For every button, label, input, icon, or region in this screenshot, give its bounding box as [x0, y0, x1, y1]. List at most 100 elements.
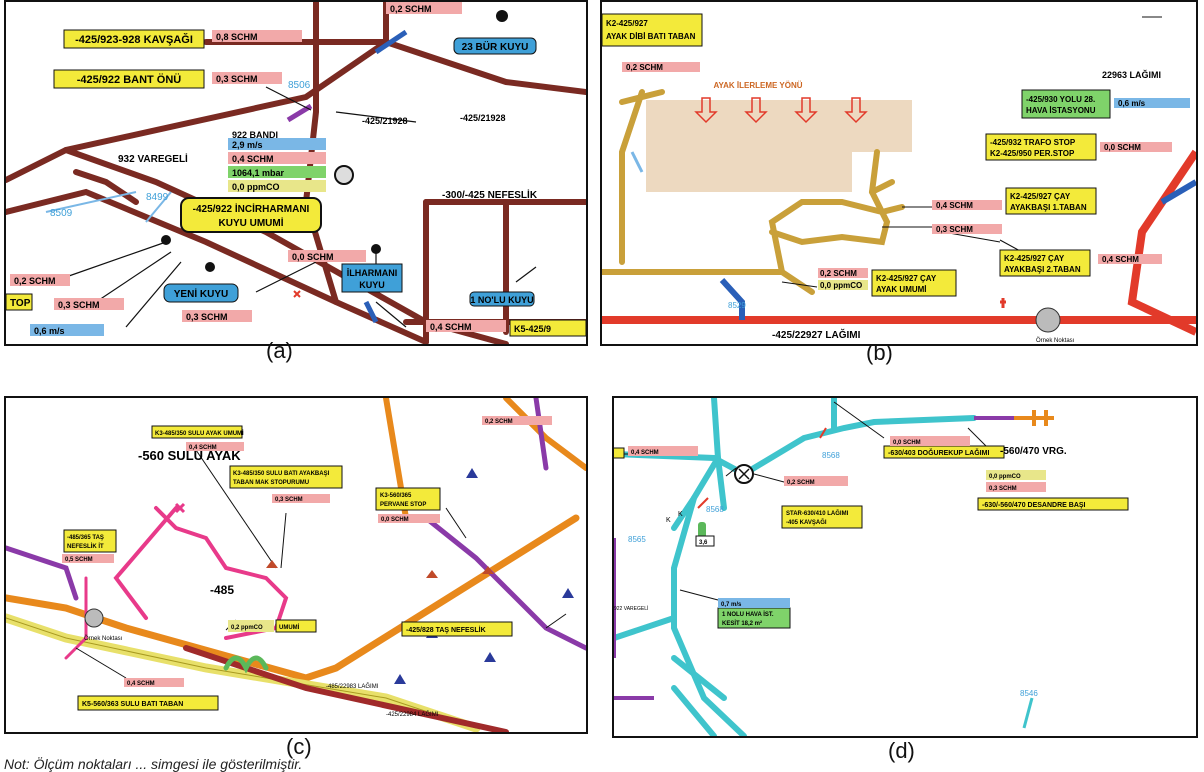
svg-text:TOP: TOP: [10, 298, 31, 309]
sample-point-icon: [84, 608, 104, 628]
text-8565: 8565: [628, 535, 646, 544]
panel-d-map: K K -630/403 DOĞUREKUP LAĞIMI -560/470 V…: [612, 396, 1198, 738]
svg-text:-425/922 İNCİRHARMANI: -425/922 İNCİRHARMANI: [193, 202, 310, 215]
reading-a1: 0,2 SCHM: [390, 4, 432, 14]
text-8546: 8546: [1020, 689, 1038, 698]
svg-text:K3-560/365: K3-560/365: [380, 493, 412, 499]
reading-b7: 0,0 ppmCO: [820, 281, 862, 290]
label-hava: -425/930 YOLU 28. HAVA İSTASYONU: [1021, 89, 1111, 119]
label-kavsagi: -425/923-928 KAVŞAĞI: [63, 29, 205, 49]
label-box: 3,6: [695, 535, 715, 547]
label-cay1: K2-425/927 ÇAY AYAKBAŞI 1.TABAN: [1005, 187, 1097, 215]
label-umumi: K2-425/927 ÇAY AYAK UMUMİ: [871, 269, 957, 297]
text-omek: Örnek Noktası: [84, 635, 123, 642]
svg-text:-405 KAVŞAĞI: -405 KAVŞAĞI: [786, 518, 827, 526]
reading-a9: 0,2 SCHM: [14, 276, 56, 286]
svg-text:-630/-560/470 DESANDRE BAŞI: -630/-560/470 DESANDRE BAŞI: [982, 502, 1086, 509]
reading-b8: 0,4 SCHM: [1102, 255, 1139, 264]
text-main: -560 SULU AYAK: [138, 448, 241, 463]
reading-c5: 0,0 SCHM: [381, 517, 409, 523]
reading-a11: 0,6 m/s: [34, 326, 65, 336]
reading-a6: 1064,1 mbar: [232, 168, 285, 178]
label-k5: K5-425/9: [509, 319, 586, 337]
label-nef: -425/828 TAŞ NEFESLİK: [401, 621, 513, 637]
svg-text:K2-425/927 ÇAY: K2-425/927 ÇAY: [1004, 254, 1065, 263]
text-8509: 8509: [50, 208, 73, 219]
svg-text:1 NOLU HAVA İST.: 1 NOLU HAVA İST.: [722, 611, 774, 618]
text-lagim: 22963 LAĞIMI: [1102, 69, 1161, 80]
panel-b-map: AYAK İLERLEME YÖNÜ K2-425/927 AYAK DİBİ …: [600, 0, 1198, 346]
reading-b2: 0,6 m/s: [1118, 99, 1146, 108]
svg-text:AYAKBAŞI 2.TABAN: AYAKBAŞI 2.TABAN: [1004, 265, 1081, 274]
label-desandre: -630/-560/470 DESANDRE BAŞI: [977, 497, 1129, 511]
text-8499: 8499: [146, 192, 169, 203]
svg-text:K2-425/927 ÇAY: K2-425/927 ÇAY: [876, 274, 937, 283]
reading-b5: 0,3 SCHM: [936, 225, 973, 234]
text-bottom: -425/22927 LAĞIMI: [772, 328, 861, 341]
svg-text:NEFESLİK İT: NEFESLİK İT: [67, 543, 104, 550]
reading-c3: 0,3 SCHM: [275, 497, 303, 503]
reading-c4: 0,5 SCHM: [65, 557, 93, 563]
svg-text:-630/403 DOĞUREKUP LAĞIMI: -630/403 DOĞUREKUP LAĞIMI: [888, 448, 989, 457]
caption-b: (b): [866, 340, 893, 365]
panel-c-map: Örnek Noktası -560 SULU AYAK -485 K3-485…: [4, 396, 588, 734]
svg-text:23 BÜR KUYU: 23 BÜR KUYU: [462, 40, 529, 53]
svg-text:-425/930 YOLU 28.: -425/930 YOLU 28.: [1026, 95, 1095, 104]
label-hava: 1 NOLU HAVA İST. KESİT 18,2 m²: [717, 607, 791, 629]
svg-text:K3-485/350 SULU BATI AYAKBAŞI: K3-485/350 SULU BATI AYAKBAŞI: [233, 471, 330, 477]
svg-text:İLHARMANI: İLHARMANI: [347, 268, 398, 278]
svg-text:K2-425/927 ÇAY: K2-425/927 ÇAY: [1010, 192, 1071, 201]
reading-d5: 0,3 SCHM: [989, 486, 1017, 492]
reading-a3: 0,3 SCHM: [216, 74, 258, 84]
label-incirharmani: -425/922 İNCİRHARMANI KUYU UMUMİ: [180, 197, 322, 233]
label-dogu: -630/403 DOĞUREKUP LAĞIMI: [883, 445, 1005, 459]
reading-b4: 0,4 SCHM: [936, 201, 973, 210]
label-trafo: -425/932 TRAFO STOP K2-425/950 PER.STOP: [985, 133, 1097, 161]
label-k3c: K3-560/365 PERVANE STOP: [375, 487, 441, 511]
reading-a12: 0,3 SCHM: [186, 312, 228, 322]
svg-text:AYAKBAŞI 1.TABAN: AYAKBAŞI 1.TABAN: [1010, 203, 1087, 212]
label-yeni-kuyu: YENİ KUYU: [163, 283, 239, 303]
svg-text:HAVA İSTASYONU: HAVA İSTASYONU: [1026, 106, 1096, 115]
sample-point-icon: [334, 165, 354, 185]
svg-text:KUYU: KUYU: [359, 280, 385, 290]
reading-d6: 0,7 m/s: [721, 602, 742, 608]
svg-text:PERVANE STOP: PERVANE STOP: [380, 502, 426, 508]
caption-a: (a): [266, 338, 293, 363]
reading-a2: 0,8 SCHM: [216, 32, 258, 42]
svg-text:TABAN MAK STOPURUMU: TABAN MAK STOPURUMU: [233, 480, 309, 486]
route-main: [6, 2, 389, 183]
text-k2: K: [678, 511, 683, 518]
reading-c1: 0,2 SCHM: [485, 419, 513, 425]
text-8568a: 8568: [822, 451, 840, 460]
svg-text:UMUMİ: UMUMİ: [279, 624, 300, 631]
reading-d1: 0,4 SCHM: [631, 450, 659, 456]
svg-text:K5-425/9: K5-425/9: [514, 324, 551, 334]
caption-c: (c): [286, 734, 312, 759]
svg-text:AYAK UMUMİ: AYAK UMUMİ: [876, 285, 927, 294]
text-yon: AYAK İLERLEME YÖNÜ: [713, 81, 802, 90]
reading-a10: 0,3 SCHM: [58, 300, 100, 310]
svg-text:STAR-630/410 LAĞIMI: STAR-630/410 LAĞIMI: [786, 509, 849, 517]
svg-text:1 NO'LU KUYU: 1 NO'LU KUYU: [470, 295, 533, 305]
label-star: STAR-630/410 LAĞIMI -405 KAVŞAĞI: [781, 505, 863, 529]
reading-a5: 0,4 SCHM: [232, 154, 274, 164]
label-noluk: 1 NO'LU KUYU: [469, 291, 535, 307]
label-k5: K5-560/363 SULU BATI TABAN: [77, 695, 219, 711]
reading-d4: 0,0 ppmCO: [989, 474, 1021, 480]
reading-a13: 0,4 SCHM: [430, 322, 472, 332]
text-nefes: -300/-425 NEFESLİK: [442, 188, 538, 201]
text-8568b: 8568: [706, 505, 724, 514]
reading-c2: 0,4 SCHM: [189, 445, 217, 451]
reading-c6: 0,2 ppmCO: [231, 625, 263, 631]
text-8529: 8529: [728, 301, 746, 310]
text-bandi: 922 BANDI: [232, 130, 278, 140]
label-taban: -485/365 TAŞ NEFESLİK İT: [63, 529, 117, 553]
label-cay2: K2-425/927 ÇAY AYAKBAŞI 2.TABAN: [999, 249, 1091, 277]
svg-text:3,6: 3,6: [699, 540, 708, 546]
svg-text:K5-560/363 SULU BATI TABAN: K5-560/363 SULU BATI TABAN: [82, 701, 183, 708]
footnote: Not: Ölçüm noktaları ... simgesi ile gös…: [4, 756, 303, 772]
panel-a-map: -425/923-928 KAVŞAĞI -425/922 BANT ÖNÜ -…: [4, 0, 588, 346]
text-route-2: -425/21928: [362, 116, 408, 126]
text-vrg: -560/470 VRG.: [1000, 446, 1067, 457]
